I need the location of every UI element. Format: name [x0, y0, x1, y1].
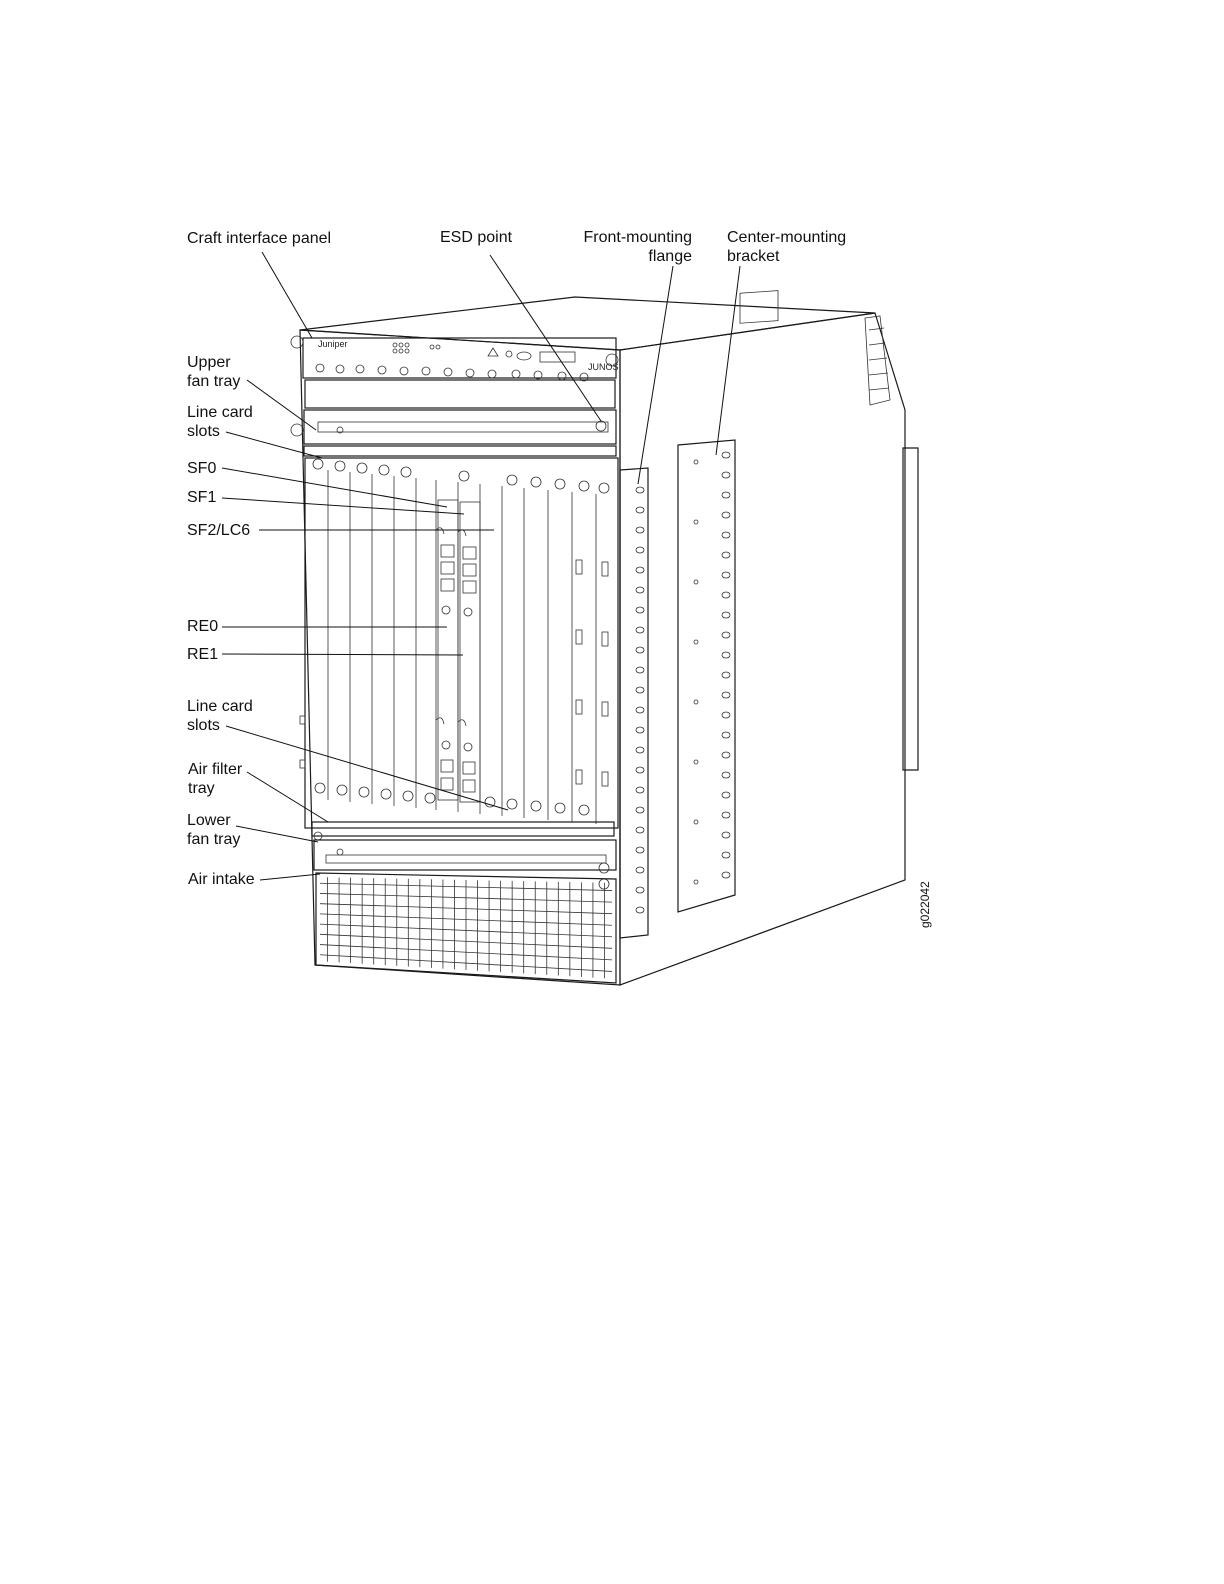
chassis-side [620, 313, 905, 985]
label-sf2-lc6: SF2/LC6 [187, 521, 250, 540]
label-line-card-slots-bottom: Line card slots [187, 697, 253, 735]
label-re1: RE1 [187, 645, 218, 664]
air-intake-grille [316, 873, 616, 983]
label-sf0: SF0 [187, 459, 216, 478]
label-front-mounting-flange: Front-mounting flange [572, 228, 692, 266]
figure-id: g022042 [918, 881, 932, 928]
label-lower-fan-tray: Lower fan tray [187, 811, 240, 849]
callout-leader-lines [222, 252, 740, 880]
side-vent [865, 316, 890, 405]
label-line-card-slots-top: Line card slots [187, 403, 253, 441]
front-mounting-flange [620, 468, 648, 938]
label-re0: RE0 [187, 617, 218, 636]
svg-text:Juniper: Juniper [318, 339, 348, 349]
lower-fan-tray [314, 840, 616, 889]
upper-fan-tray [291, 410, 616, 444]
esd-point-jack [596, 421, 606, 431]
label-center-mounting-bracket: Center-mounting bracket [727, 228, 846, 266]
label-upper-fan-tray: Upper fan tray [187, 353, 240, 391]
label-air-intake: Air intake [188, 870, 255, 889]
air-filter-tray [312, 822, 614, 840]
label-craft-interface-panel: Craft interface panel [187, 229, 331, 248]
label-esd-point: ESD point [440, 228, 512, 247]
label-air-filter-tray: Air filter tray [188, 760, 242, 798]
svg-text:JUNOS: JUNOS [588, 362, 619, 372]
label-sf1: SF1 [187, 488, 216, 507]
center-mounting-bracket [678, 440, 735, 912]
chassis-top [300, 297, 875, 350]
